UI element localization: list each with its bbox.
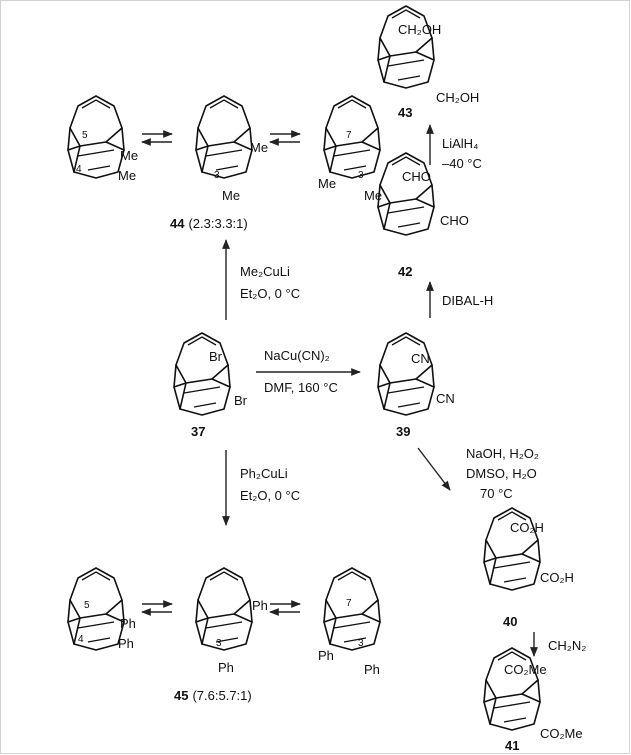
compound-39-substituent-top: CN (411, 351, 430, 366)
compound-39-number: 39 (396, 424, 410, 439)
compound-45-substituent-b2: Ph (218, 660, 234, 675)
compound-42-number: 42 (398, 264, 412, 279)
compound-45-substituent-b1: Ph (252, 598, 268, 613)
compound-44-isomer-b: Me 3 Me (195, 95, 268, 203)
condition-naoh: NaOH, H₂O₂ (466, 446, 539, 461)
compound-45-isomer-a: 5 4 Ph Ph (67, 567, 136, 651)
compound-44-locant-5: 5 (82, 130, 88, 141)
compound-41-structure: CO₂Me CO₂Me (483, 647, 583, 741)
condition-up-solvent: Et₂O, 0 °C (240, 286, 300, 301)
compound-42-substituent-top: CHO (402, 169, 431, 184)
arrow-39-to-40 (417, 447, 451, 491)
compound-44-locant-7: 7 (346, 130, 352, 141)
compound-45-substituent-a2: Ph (118, 636, 134, 651)
compound-45-locant-7: 7 (346, 598, 352, 609)
condition-ph2culi: Ph₂CuLi (240, 466, 288, 481)
condition-naoh-solvent: DMSO, H₂O (466, 466, 537, 481)
compound-37-substituent-top: Br (209, 349, 223, 364)
compound-41-substituent-bottom: CO₂Me (540, 726, 583, 741)
compound-44-locant-3b: 3 (358, 170, 364, 181)
compound-39-structure: CN CN (377, 332, 455, 416)
compound-45-substituent-c2: Ph (364, 662, 380, 677)
compound-41-substituent-top: CO₂Me (504, 662, 547, 677)
condition-nacucn2: NaCu(CN)₂ (264, 348, 330, 363)
compound-44-number: 44 (170, 216, 185, 231)
compound-45-locant-3a: 3 (216, 638, 222, 649)
compound-37-number: 37 (191, 424, 205, 439)
compound-40-number: 40 (503, 614, 517, 629)
compound-44-locant-4: 4 (76, 164, 82, 175)
condition-down-solvent: Et₂O, 0 °C (240, 488, 300, 503)
compound-40-substituent-top: CO₂H (510, 520, 544, 535)
compound-44-substituent-a2: Me (118, 168, 136, 183)
compound-41-number: 41 (505, 738, 519, 753)
condition-ch2n2: CH₂N₂ (548, 638, 586, 653)
compound-39-substituent-bottom: CN (436, 391, 455, 406)
compound-44-isomer-c: 7 3 Me Me (318, 95, 382, 203)
compound-44-substituent-c1: Me (318, 176, 336, 191)
compound-45-substituent-c1: Ph (318, 648, 334, 663)
equilibrium-arrows-45 (141, 600, 301, 616)
equilibrium-arrows-44 (141, 130, 301, 146)
compound-45-locant-4: 4 (78, 634, 84, 645)
compound-45-isomer-b: Ph 3 Ph (195, 567, 268, 675)
compound-45-locant-3b: 3 (358, 638, 364, 649)
condition-dibal: DIBAL-H (442, 293, 493, 308)
compound-44-isomer-a: 5 4 Me Me (67, 95, 138, 183)
compound-45-isomer-c: 7 3 Ph Ph (318, 567, 381, 677)
compound-44-substituent-b2: Me (222, 188, 240, 203)
compound-44-ratio: (2.3:3.3:1) (188, 216, 247, 231)
compound-45-substituent-a1: Ph (120, 616, 136, 631)
condition-me2culi: Me₂CuLi (240, 264, 290, 279)
compound-43-substituent-top: CH₂OH (398, 22, 441, 37)
compound-42-structure: CHO CHO (377, 152, 469, 236)
compound-40-structure: CO₂H CO₂H (483, 507, 574, 591)
compound-37-substituent-bottom: Br (234, 393, 248, 408)
condition-right-solvent: DMF, 160 °C (264, 380, 338, 395)
compound-40-substituent-bottom: CO₂H (540, 570, 574, 585)
compound-42-substituent-bottom: CHO (440, 213, 469, 228)
compound-45-caption: 45 (7.6:5.7:1) (174, 688, 252, 703)
compound-37-structure: Br Br (173, 332, 248, 416)
compound-45-number: 45 (174, 688, 188, 703)
condition-naoh-temp: 70 °C (480, 486, 513, 501)
compound-45-ratio: (7.6:5.7:1) (192, 688, 251, 703)
condition-lialh4-temp: –40 °C (442, 156, 482, 171)
compound-44-caption: 44(2.3:3.3:1) (170, 216, 248, 231)
compound-44-substituent-a1: Me (120, 148, 138, 163)
compound-43-substituent-bottom: CH₂OH (436, 90, 479, 105)
compound-44-locant-3a: 3 (214, 170, 220, 181)
compound-44-substituent-b1: Me (250, 140, 268, 155)
compound-43-structure: CH₂OH CH₂OH (377, 5, 479, 105)
compound-45-locant-5: 5 (84, 600, 90, 611)
compound-43-number: 43 (398, 105, 412, 120)
compound-44-substituent-c2: Me (364, 188, 382, 203)
condition-lialh4: LiAlH₄ (442, 136, 478, 151)
